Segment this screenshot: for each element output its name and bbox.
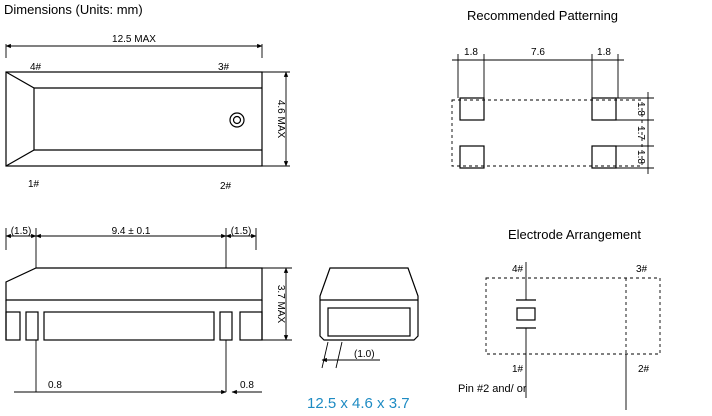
- side-body: [5, 267, 263, 301]
- pattern-pad-height-bottom: 1.8: [635, 150, 646, 164]
- pin1-marker-outer: [229, 112, 245, 128]
- pattern-gap: 7.6: [531, 47, 545, 58]
- electrode-note: Pin #2 and/ or: [458, 383, 527, 395]
- top-pin1-label: 1#: [28, 179, 40, 190]
- pin1-marker-inner: [232, 115, 242, 125]
- electrode-arrangement-title: Electrode Arrangement: [508, 227, 641, 242]
- electrode-pin2-label: 2#: [638, 364, 650, 375]
- electrode-pin1-label: 1#: [512, 364, 524, 375]
- side-right-terminal: [239, 311, 263, 341]
- recommended-patterning-title: Recommended Patterning: [467, 8, 618, 23]
- side-center-dimension: 9.4 ± 0.1: [112, 226, 151, 237]
- pattern-outline: [451, 99, 643, 167]
- pattern-right-width: 1.8: [597, 47, 611, 58]
- top-pin3-label: 3#: [218, 62, 230, 73]
- electrode-arrangement: 4# 3# 1# 2# Pin #2 and/ or: [458, 262, 661, 410]
- dimensions-title: Dimensions (Units: mm): [4, 2, 143, 17]
- package-outline: [5, 71, 263, 167]
- top-pin2-label: 2#: [220, 181, 232, 192]
- height-label: 4.6 MAX: [275, 100, 286, 139]
- side-right-pad: 0.8: [240, 380, 254, 391]
- width-label: 12.5 MAX: [112, 34, 156, 45]
- top-pin4-label: 4#: [30, 62, 42, 73]
- side-height-label: 3.7 MAX: [275, 285, 286, 324]
- pattern-pad-top-right: [591, 97, 617, 121]
- end-body: [319, 267, 419, 341]
- electrode-outline: [485, 277, 661, 355]
- recommended-patterning: 1.8 7.6 1.8 1.8 1.7 1.8: [451, 47, 654, 174]
- package-size-text: 12.5 x 4.6 x 3.7: [307, 395, 410, 412]
- end-view: (1.0): [319, 267, 419, 369]
- crystal-symbol: [516, 307, 536, 321]
- electrode-pin3-label: 3#: [636, 264, 648, 275]
- pattern-pad-top-left: [459, 97, 485, 121]
- side-left-offset: (1.5): [11, 226, 32, 237]
- end-offset-label: (1.0): [354, 349, 375, 360]
- pattern-left-width: 1.8: [464, 47, 478, 58]
- side-left-pad: 0.8: [48, 380, 62, 391]
- side-view: (1.5) 9.4 ± 0.1 (1.5) 3.7 MAX 0.8 0.8: [5, 226, 292, 395]
- electrode-pin4-label: 4#: [512, 264, 524, 275]
- side-bottom-pad: [43, 311, 215, 341]
- top-view: 12.5 MAX 4.6 MAX 4# 3# 1# 2#: [5, 34, 290, 192]
- side-left-terminal: [5, 311, 21, 341]
- pattern-pad-bottom-left: [459, 145, 485, 169]
- pattern-pad-bottom-right: [591, 145, 617, 169]
- pattern-pad-gap: 1.7: [635, 126, 646, 140]
- side-right-offset: (1.5): [231, 226, 252, 237]
- pattern-pad-height-top: 1.8: [635, 102, 646, 116]
